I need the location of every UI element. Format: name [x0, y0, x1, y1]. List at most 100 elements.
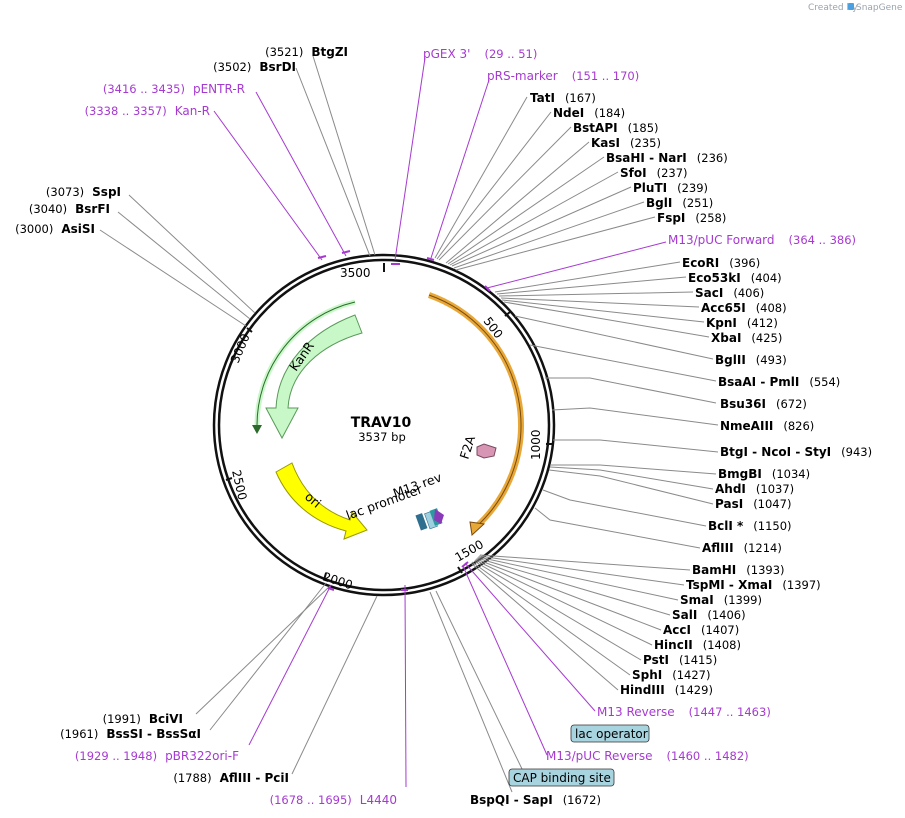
primer-range: (1678 .. 1695) [270, 793, 352, 807]
enzyme-pos: (236) [697, 151, 728, 165]
enzyme-name: SacI [695, 286, 723, 300]
backbone-outer-ring [212, 253, 556, 597]
enzyme-name: BglII [715, 353, 746, 367]
svg-text:(3416 .. 3435)pENTR-R: (3416 .. 3435) pENTR-R [103, 82, 245, 96]
enzyme-pos: (237) [657, 166, 688, 180]
enzyme-name: BglI [646, 196, 672, 210]
enzyme-pos: (396) [729, 256, 760, 270]
enzyme-name: Bsu36I [720, 397, 766, 411]
enzyme-name: HincII [654, 638, 693, 652]
svg-text:(3000)AsiSI: (3000)AsiSI [15, 222, 95, 236]
enzyme-name: BclI * [708, 519, 744, 533]
svg-text:pGEX 3'(29 .. 51): pGEX 3'(29 .. 51) [423, 47, 537, 61]
svg-text:PluTI(239): PluTI(239) [633, 181, 708, 195]
primer-leaders [213, 57, 667, 788]
tick-500 [504, 311, 511, 317]
enzyme-pos: (167) [565, 91, 596, 105]
enzyme-pos: (1961) [60, 727, 98, 741]
primer-range: (1929 .. 1948) [75, 749, 157, 763]
svg-text:BmgBI(1034): BmgBI(1034) [718, 467, 810, 481]
enzyme-pos: (425) [751, 331, 782, 345]
svg-text:TspMI - XmaI(1397): TspMI - XmaI(1397) [686, 578, 821, 592]
plasmid-size: 3537 bp [358, 430, 406, 444]
ori-feature-arrow[interactable] [275, 462, 368, 540]
primer-name: pENTR-R [193, 82, 245, 96]
enzyme-pos: (3040) [29, 202, 67, 216]
enzyme-name: AhdI [715, 482, 746, 496]
enzyme-name: AflIII [702, 541, 734, 555]
svg-text:FspI(258): FspI(258) [657, 211, 726, 225]
svg-text:SphI(1427): SphI(1427) [632, 668, 711, 682]
svg-text:(3040)BsrFI: (3040)BsrFI [29, 202, 110, 216]
enzyme-name: NmeAIII [720, 419, 773, 433]
enzyme-pos: (3073) [46, 185, 84, 199]
svg-text:(3338 .. 3357)Kan-R: (3338 .. 3357)Kan-R [85, 104, 210, 118]
enzyme-name: PstI [643, 653, 669, 667]
svg-text:(1678 .. 1695)L4440: (1678 .. 1695) L4440 [270, 793, 397, 807]
svg-text:KpnI(412): KpnI (412) [706, 316, 778, 330]
svg-text:NmeAIII(826): NmeAIII(826) [720, 419, 814, 433]
primer-name: M13/pUC Reverse [546, 749, 653, 763]
lac-promoter-block [415, 513, 428, 531]
svg-text:AccI(1407): AccI(1407) [663, 623, 739, 637]
enzyme-name: KpnI [706, 316, 737, 330]
enzyme-pos: (258) [695, 211, 726, 225]
primer-range: (1447 .. 1463) [689, 705, 771, 719]
enzyme-name: BsaHI - NarI [606, 151, 687, 165]
enzyme-pos: (184) [594, 106, 625, 120]
insert-arc-line [428, 294, 522, 528]
svg-text:AflIII(1214): AflIII(1214) [702, 541, 782, 555]
enzyme-name: BtgI - NcoI - StyI [720, 445, 831, 459]
snapgene-logo-icon [848, 3, 854, 10]
primer-name: pGEX 3' [423, 47, 470, 61]
tick-2500 [225, 477, 233, 481]
svg-text:BspQI - SapI(1672): BspQI - SapI(1672) [470, 793, 601, 807]
tick-label-1000: 1000 [529, 429, 543, 460]
primer-range: (364 .. 386) [789, 233, 857, 247]
enzyme-pos: (554) [809, 375, 840, 389]
enzyme-pos: (185) [628, 121, 659, 135]
svg-text:Bsu36I(672): Bsu36I(672) [720, 397, 807, 411]
enzyme-pos: (1406) [707, 608, 745, 622]
svg-text:(1961)BssSI - BssSαI: (1961)BssSI - BssSαI [60, 727, 201, 741]
enzyme-pos: (235) [630, 136, 661, 150]
primer-labels: pGEX 3'(29 .. 51) pRS-marker(151 .. 170)… [75, 47, 856, 807]
enzyme-pos: (1037) [756, 482, 794, 496]
primer-name: Kan-R [175, 104, 210, 118]
enzyme-pos: (3502) [213, 60, 251, 74]
backbone-inner-ring [217, 258, 551, 592]
primer-range: (3416 .. 3435) [103, 82, 185, 96]
svg-text:BclI *(1150): BclI * (1150) [708, 519, 792, 533]
enzyme-pos: (1672) [563, 793, 601, 807]
primer-name: L4440 [360, 793, 397, 807]
enzyme-pos: (251) [682, 196, 713, 210]
enzyme-pos: (1150) [753, 519, 791, 533]
f2a-feature-arrow[interactable] [476, 443, 497, 459]
tick-label-2500: 2500 [229, 469, 250, 502]
enzyme-name: BmgBI [718, 467, 762, 481]
kanr-feature-arrow[interactable] [265, 314, 363, 440]
lac-operator-box [570, 724, 650, 743]
enzyme-pos: (3000) [15, 222, 53, 236]
svg-text:SacI(406): SacI(406) [695, 286, 764, 300]
cap-binding-site-box [508, 768, 615, 787]
enzyme-name: BamHI [692, 563, 736, 577]
enzyme-name: BciVI [149, 712, 183, 726]
enzyme-name: SmaI [680, 593, 714, 607]
enzyme-pos: (1393) [746, 563, 784, 577]
enzyme-pos: (1047) [753, 497, 791, 511]
svg-text:BamHI(1393): BamHI (1393) [692, 563, 785, 577]
insert-arc [427, 292, 524, 530]
enzyme-name: TspMI - XmaI [686, 578, 772, 592]
enzyme-pos: (3521) [265, 45, 303, 59]
enzyme-name: EcoRI [682, 256, 719, 270]
insert-arrowhead [469, 521, 486, 537]
enzyme-pos: (412) [747, 316, 778, 330]
enzyme-name: BstAPI [573, 121, 618, 135]
enzyme-pos: (404) [751, 271, 782, 285]
svg-text:SmaI(1399): SmaI(1399) [680, 593, 762, 607]
svg-text:SfoI(237): SfoI(237) [620, 166, 688, 180]
svg-text:NdeI(184): NdeI(184) [553, 106, 625, 120]
svg-text:PasI(1047): PasI(1047) [715, 497, 791, 511]
